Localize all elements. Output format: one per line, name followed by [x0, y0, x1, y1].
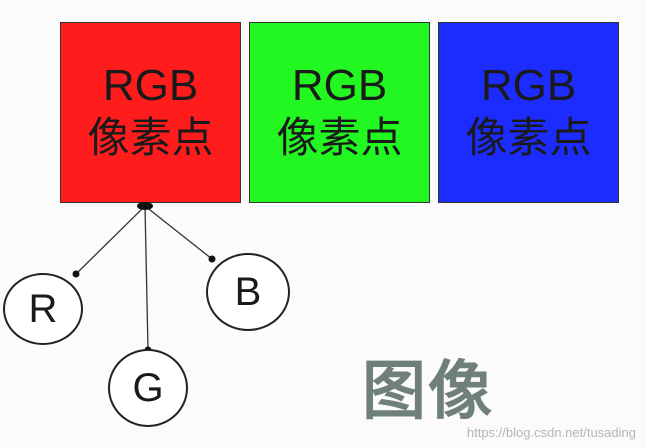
- red-pixel-box: RGB 像素点: [60, 22, 241, 203]
- connector-g: [144, 205, 149, 351]
- pixel-label-text: 像素点: [276, 112, 403, 162]
- green-pixel-box: RGB 像素点: [249, 22, 430, 203]
- endpoint-dot-r: [72, 270, 80, 278]
- watermark: https://blog.csdn.net/tusading: [466, 425, 636, 440]
- pixel-label-rgb: RGB: [102, 60, 199, 110]
- image-label: 图像: [362, 355, 494, 429]
- endpoint-dot-b: [208, 255, 216, 263]
- pixel-label-text: 像素点: [465, 112, 592, 162]
- channel-r-circle: R: [3, 273, 83, 345]
- pixel-label-rgb: RGB: [291, 60, 388, 110]
- channel-g-label: G: [132, 365, 164, 410]
- channel-b-circle: B: [206, 253, 290, 331]
- blue-pixel-box: RGB 像素点: [438, 22, 619, 203]
- junction-dot: [137, 202, 153, 210]
- pixel-label-text: 像素点: [87, 112, 214, 162]
- pixel-label-rgb: RGB: [480, 60, 577, 110]
- channel-g-circle: G: [108, 349, 188, 427]
- channel-b-label: B: [234, 269, 262, 314]
- connector-b: [144, 205, 213, 260]
- connector-r: [75, 205, 146, 275]
- channel-r-label: R: [28, 286, 58, 331]
